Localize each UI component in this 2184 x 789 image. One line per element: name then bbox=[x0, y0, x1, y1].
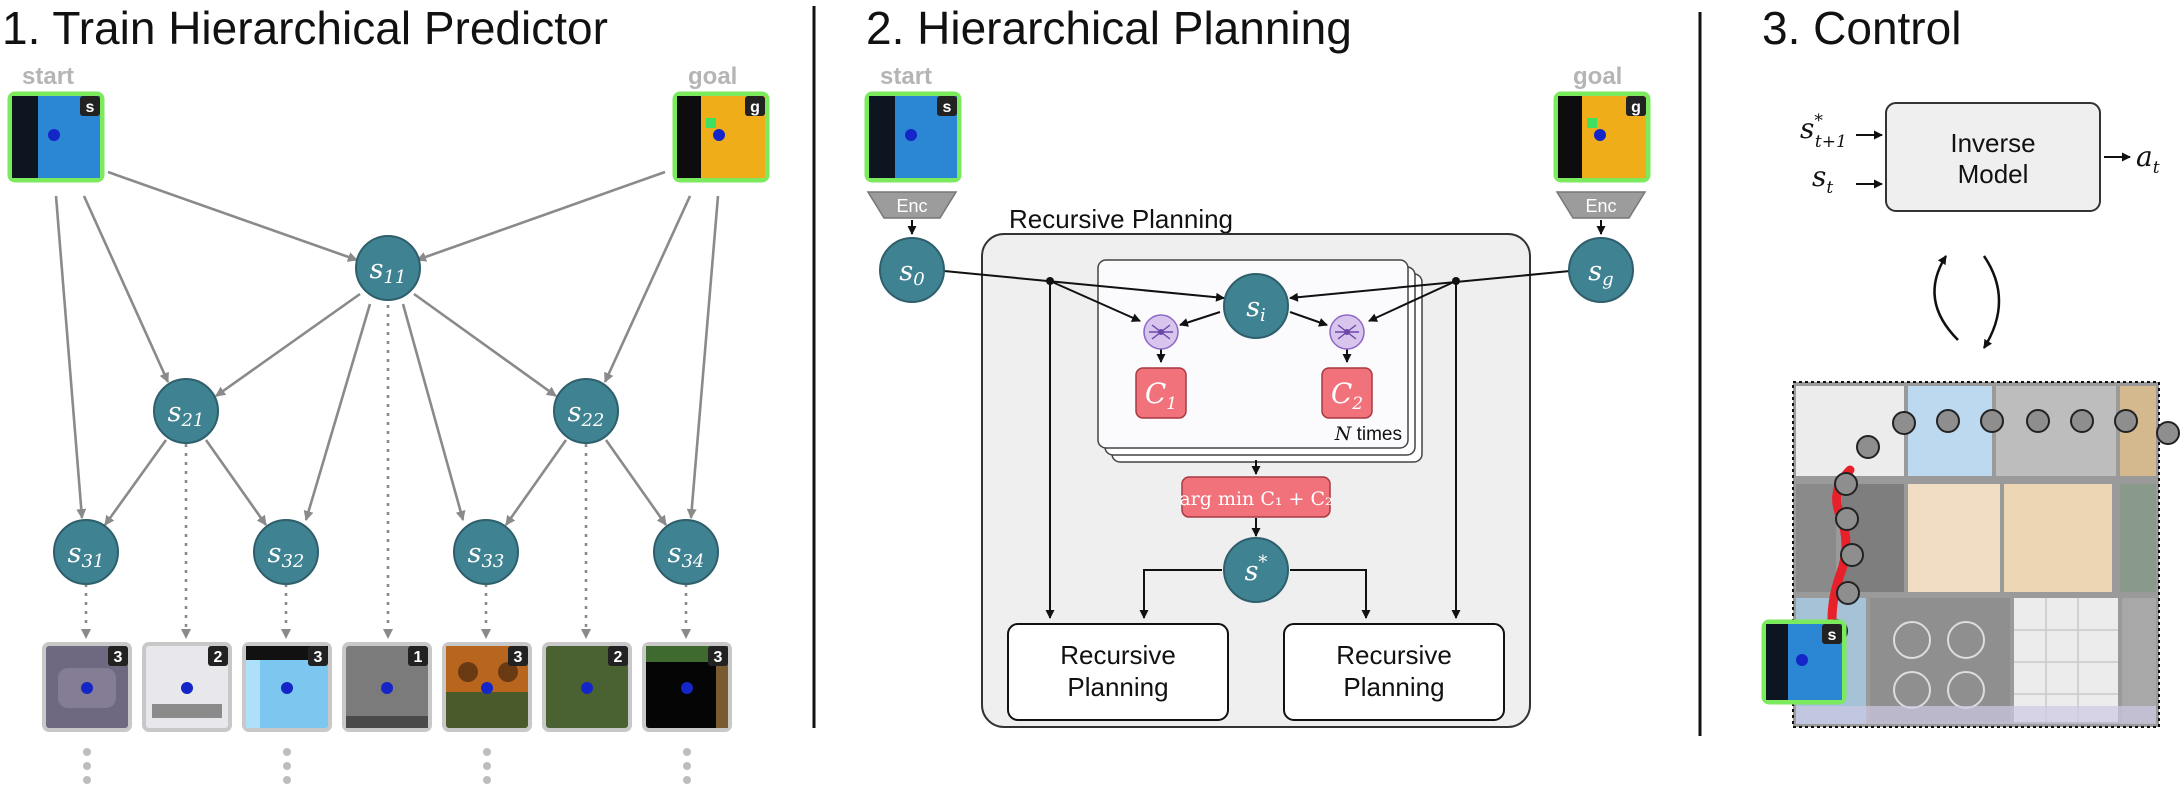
svg-text:3: 3 bbox=[714, 649, 723, 666]
svg-text:arg min C₁ + C₂: arg min C₁ + C₂ bbox=[1179, 488, 1332, 510]
thumbnail-4: 1 bbox=[342, 642, 432, 732]
start-image: s bbox=[7, 91, 105, 183]
input-s-t: st bbox=[1812, 160, 1833, 198]
node-s34: s34 bbox=[653, 519, 719, 585]
svg-text:2: 2 bbox=[214, 649, 223, 666]
thumbnail-5: 3 bbox=[442, 642, 532, 732]
svg-text:Enc: Enc bbox=[1585, 196, 1616, 216]
predictor-edges bbox=[54, 170, 720, 639]
control-start-image: s bbox=[1761, 619, 1847, 705]
argmin-box: arg min C₁ + C₂ bbox=[1179, 476, 1333, 518]
planned-waypoints bbox=[1824, 409, 2180, 643]
encoder-goal: Enc bbox=[1555, 191, 1647, 219]
encoder-start: Enc bbox=[866, 191, 958, 219]
thumbnail-3: 3 bbox=[242, 642, 332, 732]
svg-text:Planning: Planning bbox=[1067, 672, 1168, 702]
svg-text:s22: s22 bbox=[568, 397, 605, 431]
node-s32: s32 bbox=[253, 519, 319, 585]
aggregator-icon-1 bbox=[1143, 314, 1179, 350]
node-sstar: s* bbox=[1223, 537, 1289, 603]
node-si: si bbox=[1223, 273, 1289, 339]
svg-text:1: 1 bbox=[414, 649, 423, 666]
svg-text:Planning: Planning bbox=[1343, 672, 1444, 702]
cost-c1: C1 bbox=[1135, 367, 1187, 419]
recursive-planning-left: Recursive Planning bbox=[1007, 623, 1229, 721]
svg-text:s21: s21 bbox=[168, 397, 205, 431]
thumbnail-2: 2 bbox=[142, 642, 232, 732]
output-a-t: at bbox=[2136, 140, 2160, 178]
svg-text:s0: s0 bbox=[899, 256, 924, 290]
recursive-planning-title: Recursive Planning bbox=[1009, 204, 1233, 234]
start-badge: s bbox=[86, 99, 95, 116]
goal-image: g bbox=[672, 91, 770, 183]
goal-badge: g bbox=[750, 99, 760, 116]
feedback-loop-icon bbox=[1933, 255, 2001, 349]
svg-text:Recursive: Recursive bbox=[1336, 640, 1452, 670]
panel3-title: 3. Control bbox=[1762, 2, 1961, 54]
start-label-2: start bbox=[880, 63, 932, 90]
svg-text:sg: sg bbox=[1588, 256, 1613, 290]
svg-text:C1: C1 bbox=[1145, 377, 1177, 414]
svg-text:C2: C2 bbox=[1331, 377, 1363, 414]
node-s11: s11 bbox=[355, 235, 421, 301]
thumbnail-6: 2 bbox=[542, 642, 632, 732]
svg-text:Recursive: Recursive bbox=[1060, 640, 1176, 670]
start-image-2: s bbox=[864, 91, 962, 183]
cost-c2: C2 bbox=[1321, 367, 1373, 419]
svg-text:g: g bbox=[1631, 99, 1641, 116]
panel2-title: 2. Hierarchical Planning bbox=[866, 2, 1352, 54]
inverse-model: Inverse Model bbox=[1885, 102, 2101, 212]
svg-text:s11: s11 bbox=[370, 254, 407, 288]
svg-text:s*: s* bbox=[1245, 552, 1268, 587]
svg-text:s: s bbox=[943, 99, 952, 116]
node-s22: s22 bbox=[553, 378, 619, 444]
recursive-planning-right: Recursive Planning bbox=[1283, 623, 1505, 721]
svg-text:s31: s31 bbox=[68, 538, 105, 572]
node-s0: s0 bbox=[879, 237, 945, 303]
goal-label: goal bbox=[688, 63, 737, 90]
panel1-title: 1. Train Hierarchical Predictor bbox=[2, 2, 608, 54]
start-label: start bbox=[22, 63, 74, 90]
thumbnail-7: 3 bbox=[642, 642, 732, 732]
svg-text:s34: s34 bbox=[668, 538, 705, 572]
svg-text:s33: s33 bbox=[468, 538, 505, 572]
thumbnail-1: 3 bbox=[42, 642, 132, 732]
svg-text:3: 3 bbox=[314, 649, 323, 666]
continuation-dots bbox=[83, 748, 691, 784]
node-sg: sg bbox=[1568, 237, 1634, 303]
svg-text:3: 3 bbox=[114, 649, 123, 666]
n-times-label: N times bbox=[1334, 423, 1402, 445]
svg-text:Enc: Enc bbox=[896, 196, 927, 216]
recursive-planning-left-line1: Recursive bbox=[1060, 640, 1176, 670]
goal-image-2: g bbox=[1553, 91, 1651, 183]
svg-text:s32: s32 bbox=[268, 538, 305, 572]
node-s31: s31 bbox=[53, 519, 119, 585]
aggregator-icon-2 bbox=[1329, 314, 1365, 350]
svg-text:si: si bbox=[1246, 292, 1266, 326]
input-s-next: s*t+1 bbox=[1800, 111, 1847, 152]
planning-edges bbox=[943, 270, 1571, 619]
svg-text:Inverse: Inverse bbox=[1950, 128, 2035, 158]
svg-text:s: s bbox=[1828, 627, 1837, 644]
node-s33: s33 bbox=[453, 519, 519, 585]
goal-label-2: goal bbox=[1573, 63, 1622, 90]
svg-text:Model: Model bbox=[1958, 159, 2029, 189]
svg-text:2: 2 bbox=[614, 649, 623, 666]
node-s21: s21 bbox=[153, 378, 219, 444]
svg-text:3: 3 bbox=[514, 649, 523, 666]
